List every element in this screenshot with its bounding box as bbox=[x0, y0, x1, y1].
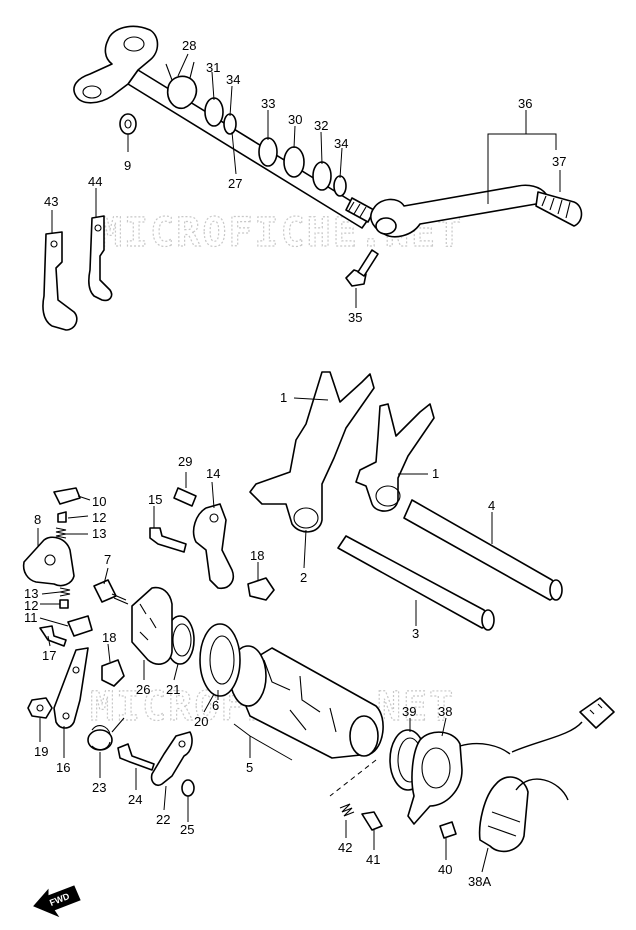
label-34-lower: 34 bbox=[334, 136, 348, 151]
shift-fork-left bbox=[249, 371, 375, 533]
bracket-44 bbox=[88, 215, 113, 302]
label-24: 24 bbox=[128, 792, 142, 807]
label-11: 11 bbox=[24, 610, 38, 625]
label-10: 10 bbox=[92, 494, 106, 509]
label-43: 43 bbox=[44, 194, 58, 209]
gearshift-lever bbox=[370, 184, 583, 238]
label-7: 7 bbox=[104, 552, 111, 567]
plate-16 bbox=[53, 647, 89, 729]
label-32: 32 bbox=[314, 118, 328, 133]
label-35: 35 bbox=[348, 310, 362, 325]
bolt-24 bbox=[117, 743, 155, 771]
label-12-lower: 12 bbox=[24, 598, 38, 613]
label-9: 9 bbox=[124, 158, 131, 173]
label-3: 3 bbox=[412, 626, 419, 641]
label-37: 37 bbox=[552, 154, 566, 169]
label-40: 40 bbox=[438, 862, 452, 877]
wire-connector bbox=[579, 697, 615, 729]
label-20: 20 bbox=[194, 714, 208, 729]
bracket-43 bbox=[42, 231, 78, 331]
label-5: 5 bbox=[246, 760, 253, 775]
label-25: 25 bbox=[180, 822, 194, 837]
label-17: 17 bbox=[42, 648, 56, 663]
nut-19 bbox=[27, 697, 53, 719]
label-8: 8 bbox=[34, 512, 41, 527]
gear-position-switch-38 bbox=[407, 731, 463, 825]
label-26: 26 bbox=[136, 682, 150, 697]
label-39: 39 bbox=[402, 704, 416, 719]
bolt-29 bbox=[173, 487, 197, 507]
label-18-upper: 18 bbox=[250, 548, 264, 563]
washer-25 bbox=[181, 779, 195, 797]
forward-arrow: FWD bbox=[33, 885, 81, 918]
switch-cover-38A bbox=[478, 776, 529, 853]
label-44: 44 bbox=[88, 174, 102, 189]
label-21: 21 bbox=[166, 682, 180, 697]
plate-11 bbox=[67, 615, 93, 637]
label-18-lower: 18 bbox=[102, 630, 116, 645]
arm-8 bbox=[22, 536, 75, 587]
label-15: 15 bbox=[148, 492, 162, 507]
label-22: 22 bbox=[156, 812, 170, 827]
label-27: 27 bbox=[228, 176, 242, 191]
switch-wire bbox=[459, 721, 583, 755]
label-38A: 38A bbox=[468, 874, 491, 889]
label-1-left: 1 bbox=[280, 390, 287, 405]
label-31: 31 bbox=[206, 60, 220, 75]
label-12-upper: 12 bbox=[92, 510, 106, 525]
label-6: 6 bbox=[212, 698, 219, 713]
label-4: 4 bbox=[488, 498, 495, 513]
pin-41 bbox=[361, 811, 383, 831]
cap-10 bbox=[53, 487, 81, 505]
spring-13-upper bbox=[55, 527, 67, 539]
stopper-plate-14 bbox=[192, 503, 234, 590]
bolt-35 bbox=[345, 249, 379, 287]
label-13-lower: 13 bbox=[24, 586, 38, 601]
bolt-40 bbox=[439, 821, 457, 839]
label-36: 36 bbox=[518, 96, 532, 111]
pin-12-lower bbox=[59, 599, 69, 609]
shift-fork-right bbox=[355, 403, 435, 512]
label-19: 19 bbox=[34, 744, 48, 759]
label-33: 33 bbox=[261, 96, 275, 111]
label-42: 42 bbox=[338, 840, 352, 855]
spring-23 bbox=[87, 717, 125, 751]
bolt-15 bbox=[149, 527, 187, 553]
label-38: 38 bbox=[438, 704, 452, 719]
label-13-upper: 13 bbox=[92, 526, 106, 541]
label-34-upper: 34 bbox=[226, 72, 240, 87]
label-1-right: 1 bbox=[432, 466, 439, 481]
shift-cam-26 bbox=[131, 586, 173, 665]
label-28: 28 bbox=[182, 38, 196, 53]
pin-12-upper bbox=[57, 511, 67, 523]
label-14: 14 bbox=[206, 466, 220, 481]
gearshift-drum bbox=[229, 645, 384, 759]
washer-9 bbox=[119, 113, 137, 135]
leader-lines bbox=[37, 53, 561, 873]
bush-18-upper bbox=[247, 577, 275, 601]
label-23: 23 bbox=[92, 780, 106, 795]
bush-18-lower bbox=[101, 659, 125, 687]
label-29: 29 bbox=[178, 454, 192, 469]
pin-7 bbox=[93, 579, 117, 603]
spring-13-lower bbox=[59, 587, 71, 597]
label-30: 30 bbox=[288, 112, 302, 127]
bolt-17 bbox=[39, 625, 67, 647]
lever-22 bbox=[150, 731, 193, 787]
label-16: 16 bbox=[56, 760, 70, 775]
spring-42 bbox=[339, 803, 355, 817]
part-labels: 28 31 34 33 30 32 34 27 9 36 37 35 43 44… bbox=[24, 38, 566, 889]
label-41: 41 bbox=[366, 852, 380, 867]
shift-shaft-assembly bbox=[73, 25, 375, 229]
label-2: 2 bbox=[300, 570, 307, 585]
